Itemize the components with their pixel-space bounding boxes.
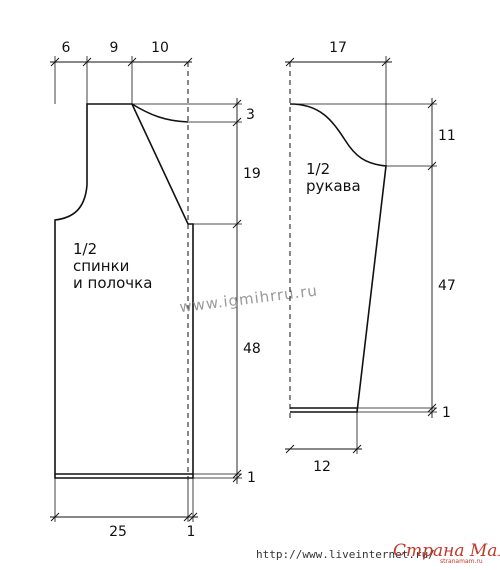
sleeve-outline <box>289 103 387 413</box>
sleeve-dim-right-3: 1 <box>442 405 451 421</box>
body-dim-bottom-1: 25 <box>109 524 127 540</box>
sleeve-rtick-1 <box>427 99 437 109</box>
body-btick-2 <box>183 512 193 522</box>
body-btick-3 <box>188 512 198 522</box>
body-tick-4 <box>183 57 193 67</box>
sleeve-dim-top: 17 <box>329 40 347 56</box>
body-rtick-2 <box>232 117 242 127</box>
sleeve-rtick-4 <box>427 407 437 417</box>
body-tick-3 <box>127 57 137 67</box>
brand-logo: Страна Мам stranamam.ru <box>393 541 500 565</box>
body-dim-right-1: 3 <box>246 107 255 123</box>
watermark-text: www.igmihrru.ru <box>178 281 318 316</box>
footer-url: http://www.liveinternet.ru/ <box>256 548 435 561</box>
body-label-fraction: 1/2 <box>73 240 97 258</box>
body-rtick-5 <box>232 473 242 483</box>
body-dim-right-4: 1 <box>247 470 256 486</box>
sleeve-dim-right-2: 47 <box>438 278 456 294</box>
sleeve-dim-right-1: 11 <box>438 128 456 144</box>
sleeve-btick-2 <box>352 444 362 454</box>
body-piece <box>50 56 242 522</box>
sleeve-dim-bottom: 12 <box>313 459 331 475</box>
body-rtick-4 <box>232 469 242 479</box>
body-label-line2: спинки <box>73 257 129 275</box>
body-btick-1 <box>50 512 60 522</box>
body-rtick-3 <box>232 219 242 229</box>
sleeve-tick-1 <box>285 57 295 67</box>
body-dim-right-2: 19 <box>243 166 261 182</box>
body-tick-1 <box>50 57 60 67</box>
brand-logo-text: Страна Мам <box>393 541 500 561</box>
body-raglan-curve <box>131 103 189 123</box>
body-dim-top-1: 6 <box>62 40 71 56</box>
body-outline <box>54 103 194 479</box>
body-dim-right-3: 48 <box>243 341 261 357</box>
body-dim-bottom-2: 1 <box>187 524 196 540</box>
body-tick-2 <box>82 57 92 67</box>
brand-logo-sub: stranamam.ru <box>440 558 483 565</box>
sleeve-btick-1 <box>285 444 295 454</box>
body-label-line3: и полочка <box>73 274 152 292</box>
sleeve-label-line2: рукава <box>306 177 361 195</box>
body-rtick-1 <box>232 99 242 109</box>
body-dim-top-2: 9 <box>110 40 119 56</box>
sleeve-rtick-3 <box>427 403 437 413</box>
body-dim-top-3: 10 <box>151 40 169 56</box>
sleeve-label-fraction: 1/2 <box>306 160 330 178</box>
sleeve-piece <box>285 56 437 454</box>
sleeve-tick-2 <box>381 57 391 67</box>
sleeve-rtick-2 <box>427 161 437 171</box>
